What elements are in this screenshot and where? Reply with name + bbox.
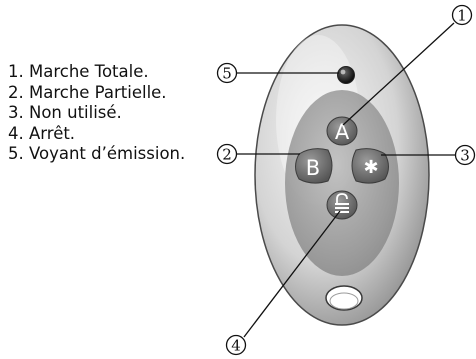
- legend-item-1: 1. Marche Totale.: [8, 62, 149, 81]
- button-b-label: B: [306, 156, 320, 180]
- button-a-label: A: [335, 120, 350, 144]
- legend: 1. Marche Totale. 2. Marche Partielle. 3…: [8, 62, 198, 165]
- callout-3: 3: [454, 144, 476, 166]
- button-lock[interactable]: [326, 190, 358, 220]
- led-indicator-icon: [337, 66, 355, 84]
- callout-1: 1: [451, 4, 473, 26]
- leader-line-1: [342, 22, 455, 126]
- star-icon: ✱: [363, 157, 378, 178]
- lock-icon: [335, 193, 349, 213]
- callout-2-label: 2: [222, 146, 232, 164]
- callout-4-label: 4: [231, 337, 241, 355]
- leader-lines: [237, 22, 458, 338]
- button-b[interactable]: B: [295, 148, 333, 184]
- callout-5: 5: [216, 62, 238, 84]
- callout-1-label: 1: [457, 7, 467, 25]
- button-star[interactable]: ✱: [351, 148, 389, 184]
- callout-2: 2: [216, 143, 238, 165]
- button-panel: [285, 90, 399, 276]
- keyring-hole-icon: [325, 285, 363, 311]
- legend-item-5: 5. Voyant d’émission.: [8, 144, 186, 164]
- button-a[interactable]: A: [326, 116, 358, 146]
- legend-item-3: 3. Non utilisé.: [8, 103, 122, 123]
- legend-item-4: 4. Arrêt.: [8, 123, 76, 143]
- leader-line-4: [243, 210, 341, 338]
- legend-item-2: 2. Marche Partielle.: [8, 82, 167, 102]
- callout-3-label: 3: [460, 147, 470, 165]
- callout-4: 4: [225, 334, 247, 356]
- callout-5-label: 5: [222, 65, 232, 83]
